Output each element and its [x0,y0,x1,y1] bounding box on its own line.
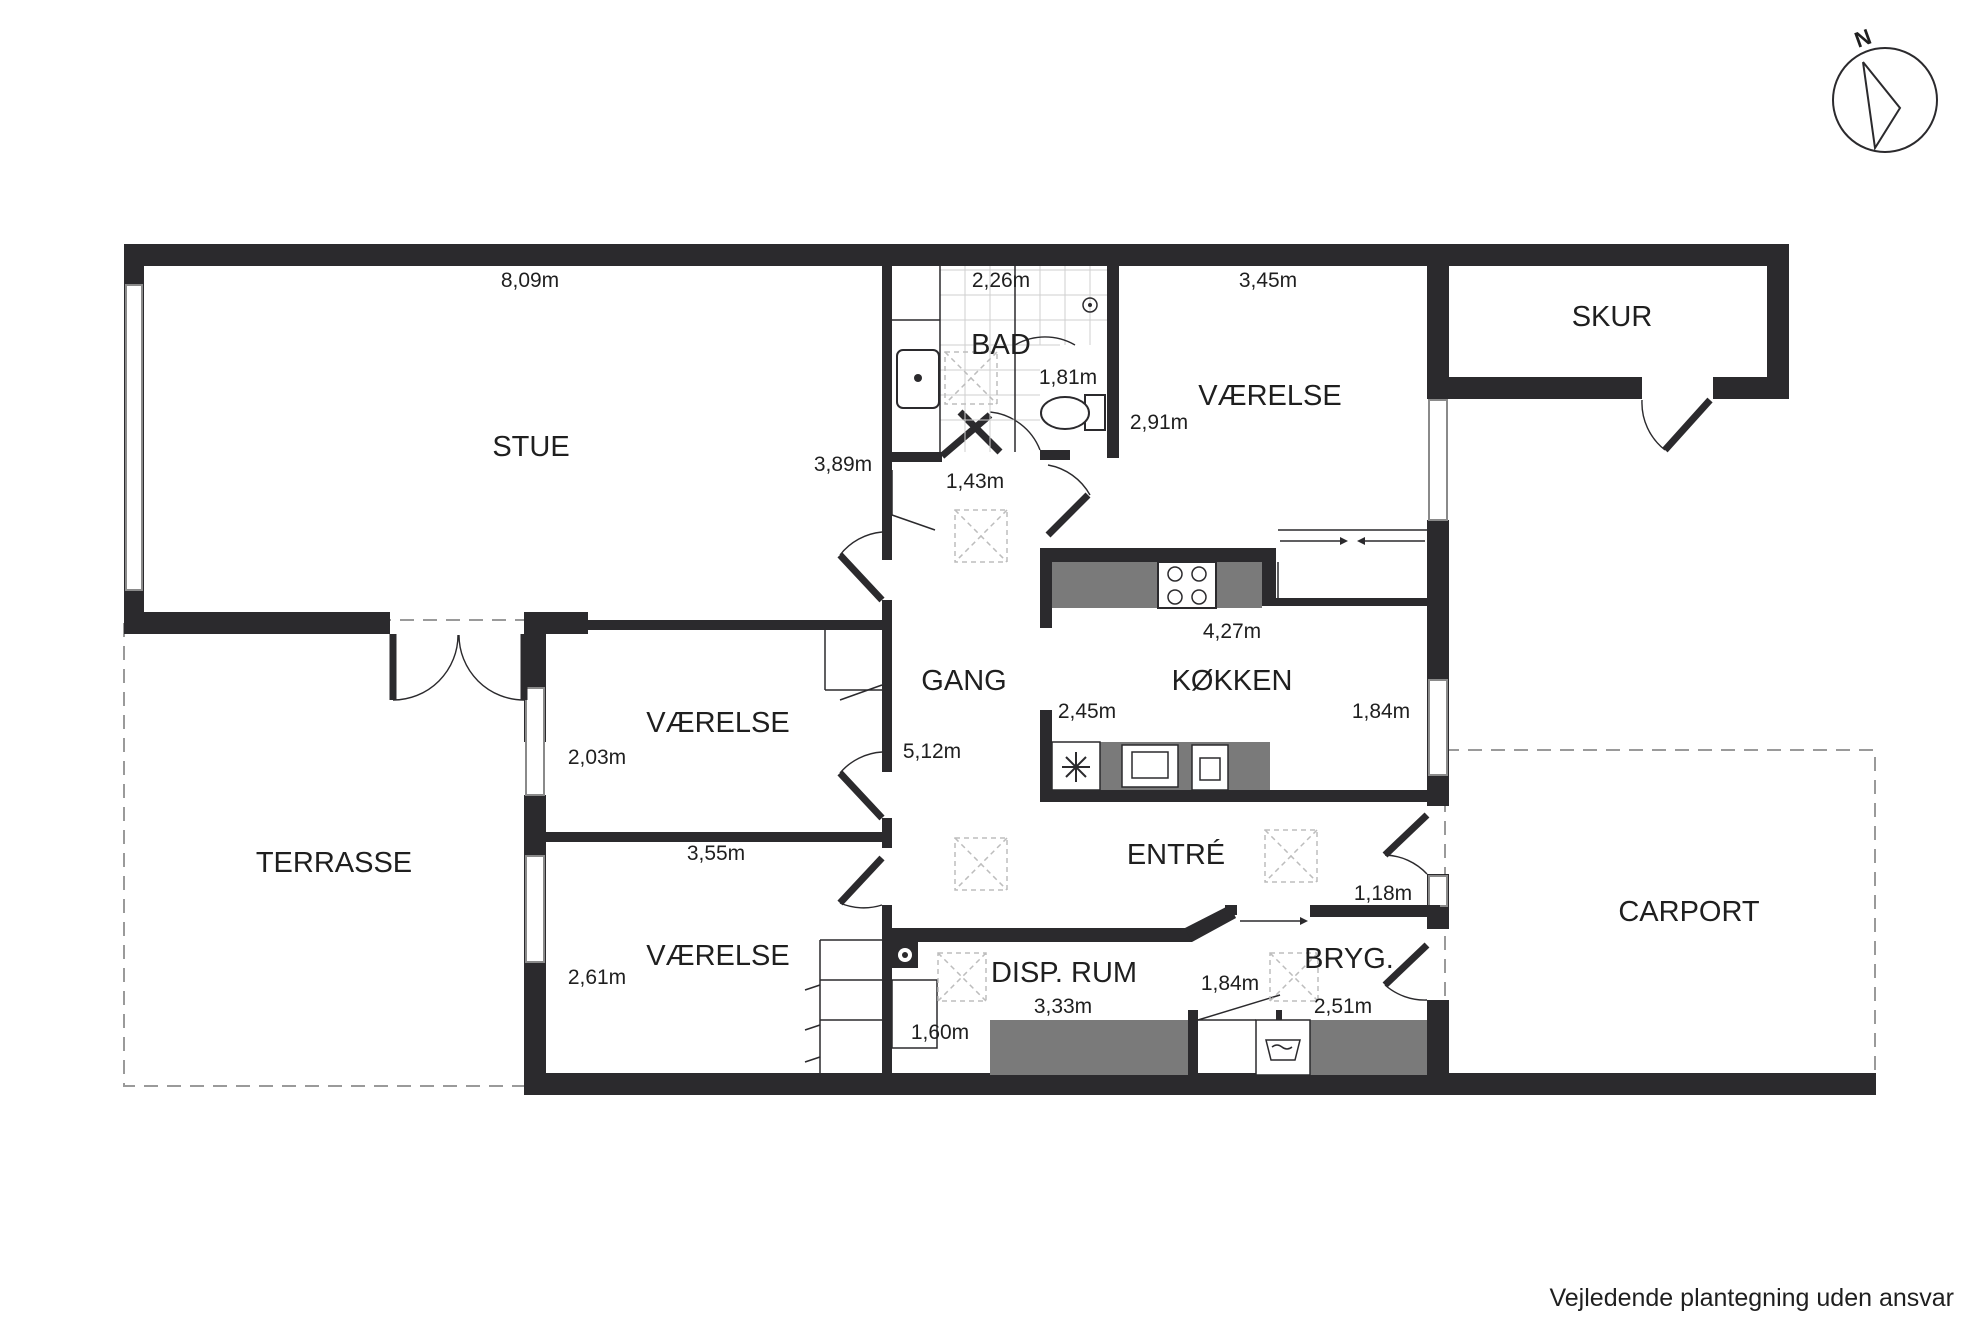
terrace-outline [123,619,530,1087]
dim-stue-depth: 3,89m [814,453,872,476]
dim-bad-width: 2,26m [972,269,1030,292]
freezer-icon [1062,752,1090,782]
room-label-carport: CARPORT [1618,896,1760,928]
dim-vaerelse-ne-depth: 2,91m [1130,411,1188,434]
dim-vaerelse-w2-depth: 2,61m [568,966,626,989]
room-label-bryg: BRYG. [1304,943,1394,975]
dim-hall-upper: 1,43m [946,470,1004,493]
room-label-vaerelse-ne: VÆRELSE [1198,380,1341,412]
room-label-vaerelse-w1: VÆRELSE [646,707,789,739]
room-label-terrasse: TERRASSE [256,847,412,879]
windows [125,284,1448,963]
washing-machine-icon [1265,1039,1301,1061]
room-label-vaerelse-w2: VÆRELSE [646,940,789,972]
disclaimer-text: Vejledende plantegning uden ansvar [1549,1284,1954,1312]
dim-gang-length: 5,12m [903,740,961,763]
room-labels: STUE BAD VÆRELSE SKUR GANG KØKKEN VÆRELS… [256,301,1760,989]
kitchen-sink-icon [1131,751,1169,779]
room-label-disp-rum: DISP. RUM [991,957,1137,989]
interior-walls [546,244,1440,1080]
closet-lines [804,470,1427,1073]
dim-bryg-width: 2,51m [1314,995,1372,1018]
dim-vaerelse-w2-width: 3,55m [687,842,745,865]
dim-entre-width: 1,18m [1354,882,1412,905]
dim-bryg-depth: 1,84m [1201,972,1259,995]
room-label-koekken: KØKKEN [1172,665,1293,697]
room-label-stue: STUE [492,431,569,463]
dim-vaerelse-w1-depth: 2,03m [568,746,626,769]
dim-koekken-width: 4,27m [1203,620,1261,643]
room-label-bad: BAD [971,329,1031,361]
doors [389,397,1713,1001]
room-label-gang: GANG [921,665,1006,697]
dim-stue-width: 8,09m [501,269,559,292]
dim-vaerelse-ne-width: 3,45m [1239,269,1297,292]
shower-icon [1082,297,1098,313]
room-label-skur: SKUR [1572,301,1653,333]
dim-bad-depth: 1,81m [1039,366,1097,389]
dim-koekken-side: 1,84m [1352,700,1410,723]
dishwasher-icon [1199,757,1221,781]
dim-disp-depth: 1,60m [911,1021,969,1044]
dimension-labels: 8,09m 3,89m 2,26m 1,81m 3,45m 2,91m 1,43… [501,269,1412,1044]
stove-icon [1167,566,1207,605]
compass-north-label: N [1851,24,1874,53]
toilet-icon [1040,394,1106,431]
room-label-entre: ENTRÉ [1127,838,1225,871]
bathroom-sink-icon [896,349,940,409]
dim-disp-width: 3,33m [1034,995,1092,1018]
water-heater-icon [892,942,918,968]
kitchen-counter-top [1052,561,1262,609]
dim-koekken-depth: 2,45m [1058,700,1116,723]
utility-counters [990,994,1427,1076]
north-compass-icon: N [1832,24,1938,153]
skylights [937,351,1319,1002]
